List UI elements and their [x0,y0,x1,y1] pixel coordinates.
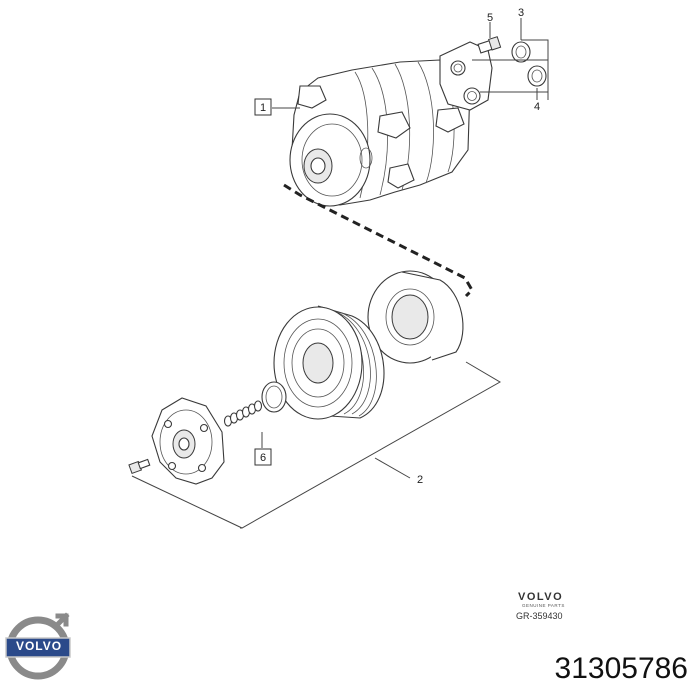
compressor-body [289,41,493,207]
svg-text:4: 4 [534,101,540,113]
callout-4: 4 [534,101,540,113]
bolt [477,36,502,54]
part-number: 31305786 [554,652,688,685]
brand-wordmark: VOLVO [518,591,564,603]
group-bracket [131,361,502,529]
assembly-dashed-line [283,183,474,298]
callout-2: 2 [417,474,423,486]
svg-text:5: 5 [487,12,493,24]
center-bolt [128,458,151,475]
svg-text:2: 2 [417,474,423,486]
o-ring-upper [511,41,531,63]
callout-3: 3 [518,7,524,19]
clutch-pulley [273,305,385,420]
callout-1: 1 [254,98,272,116]
drawing-reference: GR-359430 [516,611,563,621]
shim-stack [223,400,263,427]
clutch-hub-plate [151,397,225,485]
svg-text:6: 6 [260,452,266,464]
o-ring-lower [527,65,547,87]
callout-6: 6 [254,448,272,466]
clutch-coil [367,270,464,364]
svg-text:1: 1 [260,102,266,114]
svg-text:3: 3 [518,7,524,19]
callout-5: 5 [487,12,493,24]
brand-subtitle: GENUINE PARTS [522,603,565,608]
logo-text: VOLVO [15,639,63,653]
volvo-logo-icon [5,612,71,680]
snap-ring [261,381,287,413]
volvo-logo: VOLVO [0,608,78,686]
